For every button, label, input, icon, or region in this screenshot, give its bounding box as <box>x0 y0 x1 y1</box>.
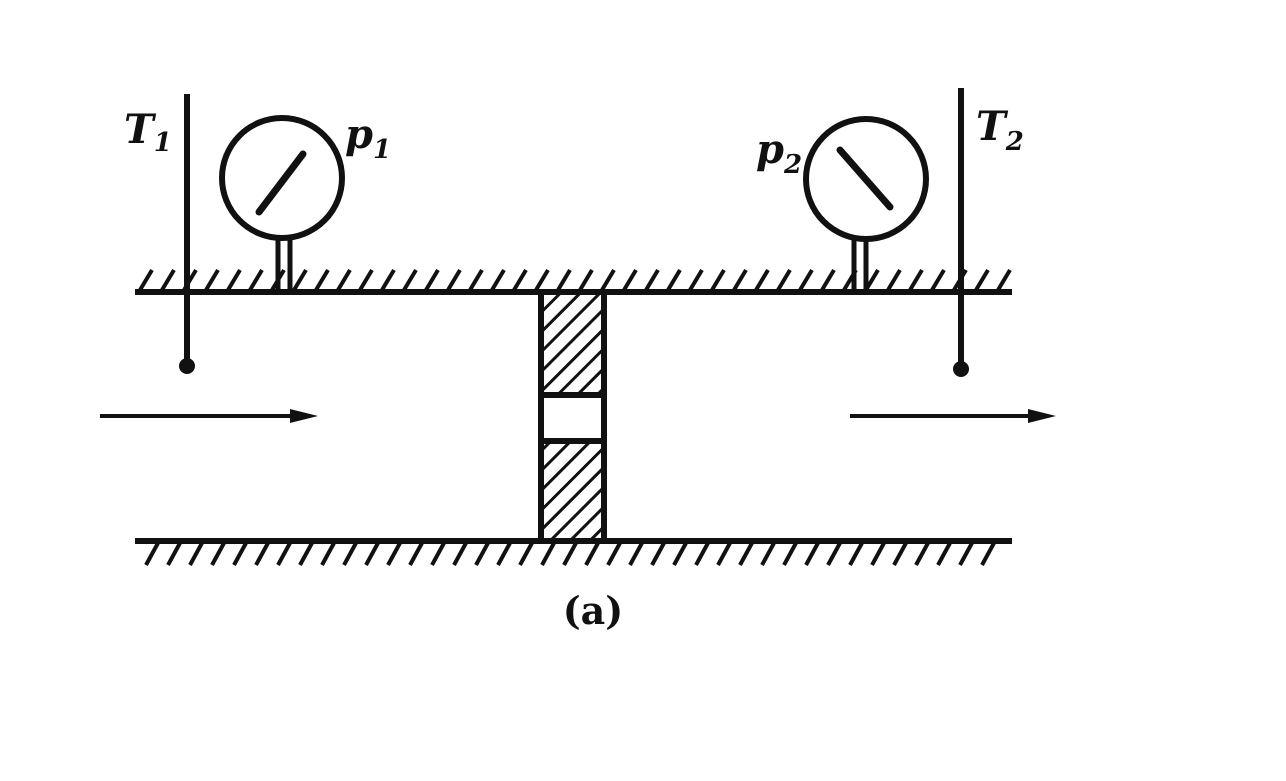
hatch-tick <box>672 542 688 566</box>
hatch-tick <box>848 542 864 566</box>
hatch-tick <box>974 268 990 292</box>
hatch-tick <box>408 542 424 566</box>
hatch-tick <box>930 268 946 292</box>
label-t1: T1 <box>124 106 172 158</box>
hatch-tick <box>716 542 732 566</box>
hatch-tick <box>490 268 506 292</box>
hatch-tick <box>254 542 270 566</box>
hatch-tick <box>452 542 468 566</box>
label-p2: p2 <box>756 126 802 180</box>
hatch-tick <box>996 268 1012 292</box>
hatch-tick <box>226 268 242 292</box>
hatch-tick <box>754 268 770 292</box>
hatch-tick <box>424 268 440 292</box>
hatch-tick <box>232 542 248 566</box>
hatch-tick <box>798 268 814 292</box>
hatch-tick <box>562 542 578 566</box>
hatch-tick <box>958 542 974 566</box>
bottom-wall-hatching <box>144 542 996 566</box>
hatch-tick <box>688 268 704 292</box>
hatch-tick <box>188 542 204 566</box>
hatch-tick <box>870 542 886 566</box>
hatch-tick <box>892 542 908 566</box>
flow-arrow-right <box>850 409 1056 423</box>
hatch-tick <box>160 268 176 292</box>
hatch-tick <box>496 542 512 566</box>
hatch-tick <box>650 542 666 566</box>
hatch-tick <box>776 268 792 292</box>
top-pipe-wall <box>135 268 1012 295</box>
hatch-tick <box>584 542 600 566</box>
hatch-tick <box>694 542 710 566</box>
hatch-tick <box>600 268 616 292</box>
hatch-tick <box>540 542 556 566</box>
hatch-tick <box>738 542 754 566</box>
hatch-tick <box>820 268 836 292</box>
top-wall-hatching <box>138 268 1012 292</box>
hatch-tick <box>936 542 952 566</box>
hatch-tick <box>666 268 682 292</box>
hatch-tick <box>446 268 462 292</box>
hatch-tick <box>402 268 418 292</box>
hatch-tick <box>320 542 336 566</box>
hatch-tick <box>804 542 820 566</box>
bottom-pipe-wall <box>135 538 1012 566</box>
hatch-tick <box>248 268 264 292</box>
hatch-tick <box>358 268 374 292</box>
hatch-tick <box>622 268 638 292</box>
hatch-tick <box>474 542 490 566</box>
porous-plug <box>538 289 607 544</box>
hatch-tick <box>908 268 924 292</box>
hatch-tick <box>826 542 842 566</box>
hatch-tick <box>336 268 352 292</box>
thermometer-t2 <box>953 88 969 377</box>
hatch-tick <box>144 542 160 566</box>
hatch-tick <box>914 542 930 566</box>
hatch-tick <box>556 268 572 292</box>
hatch-tick <box>534 268 550 292</box>
hatch-tick <box>512 268 528 292</box>
hatch-tick <box>292 268 308 292</box>
hatch-tick <box>518 542 534 566</box>
label-t2: T2 <box>976 103 1024 157</box>
label-p1: p1 <box>345 111 391 165</box>
hatch-tick <box>342 542 358 566</box>
pressure-gauge-p1 <box>219 115 345 292</box>
hatch-tick <box>430 542 446 566</box>
figure-caption: (a) <box>563 588 624 633</box>
hatch-tick <box>204 268 220 292</box>
hatch-tick <box>578 268 594 292</box>
hatch-tick <box>732 268 748 292</box>
hatch-tick <box>644 268 660 292</box>
hatch-tick <box>980 542 996 566</box>
hatch-tick <box>138 268 154 292</box>
hatch-tick <box>782 542 798 566</box>
hatch-tick <box>628 542 644 566</box>
hatch-tick <box>606 542 622 566</box>
thermometer-t1 <box>179 94 195 374</box>
hatch-tick <box>364 542 380 566</box>
pressure-gauge-p2 <box>803 116 929 292</box>
flow-arrow-left <box>100 409 318 423</box>
hatch-tick <box>314 268 330 292</box>
hatch-tick <box>760 542 776 566</box>
hatch-tick <box>298 542 314 566</box>
hatch-tick <box>276 542 292 566</box>
hatch-tick <box>166 542 182 566</box>
hatch-tick <box>886 268 902 292</box>
hatch-tick <box>386 542 402 566</box>
hatch-tick <box>210 542 226 566</box>
plug-opening <box>545 398 600 438</box>
hatch-tick <box>468 268 484 292</box>
hatch-tick <box>710 268 726 292</box>
hatch-tick <box>380 268 396 292</box>
